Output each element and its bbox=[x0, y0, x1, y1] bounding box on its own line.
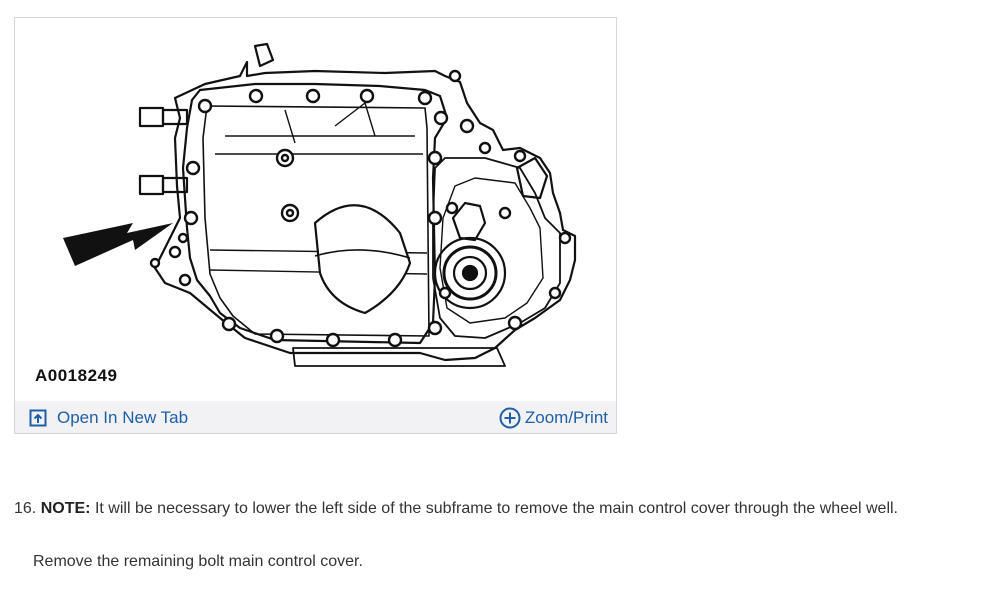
step-number: 16. bbox=[14, 500, 37, 517]
open-in-new-tab-button[interactable]: Open In New Tab bbox=[29, 407, 188, 429]
figure-toolbar: Open In New Tab Zoom/Print bbox=[15, 401, 616, 433]
open-in-new-tab-icon bbox=[29, 409, 47, 427]
step-16: 16. NOTE: It will be necessary to lower … bbox=[14, 500, 898, 518]
zoom-print-button[interactable]: Zoom/Print bbox=[499, 407, 608, 429]
instruction-text: Remove the remaining bolt main control c… bbox=[33, 553, 363, 570]
zoom-print-label: Zoom/Print bbox=[524, 408, 608, 427]
figure-card: A0018249 Open In New Tab Zoom/Print bbox=[14, 17, 617, 434]
figure-id-label: A0018249 bbox=[35, 366, 118, 385]
transaxle-diagram[interactable] bbox=[15, 18, 616, 400]
note-text: It will be necessary to lower the left s… bbox=[94, 500, 898, 517]
note-label: NOTE: bbox=[40, 500, 91, 517]
zoom-plus-icon bbox=[499, 407, 521, 429]
open-in-new-tab-label: Open In New Tab bbox=[57, 408, 189, 427]
